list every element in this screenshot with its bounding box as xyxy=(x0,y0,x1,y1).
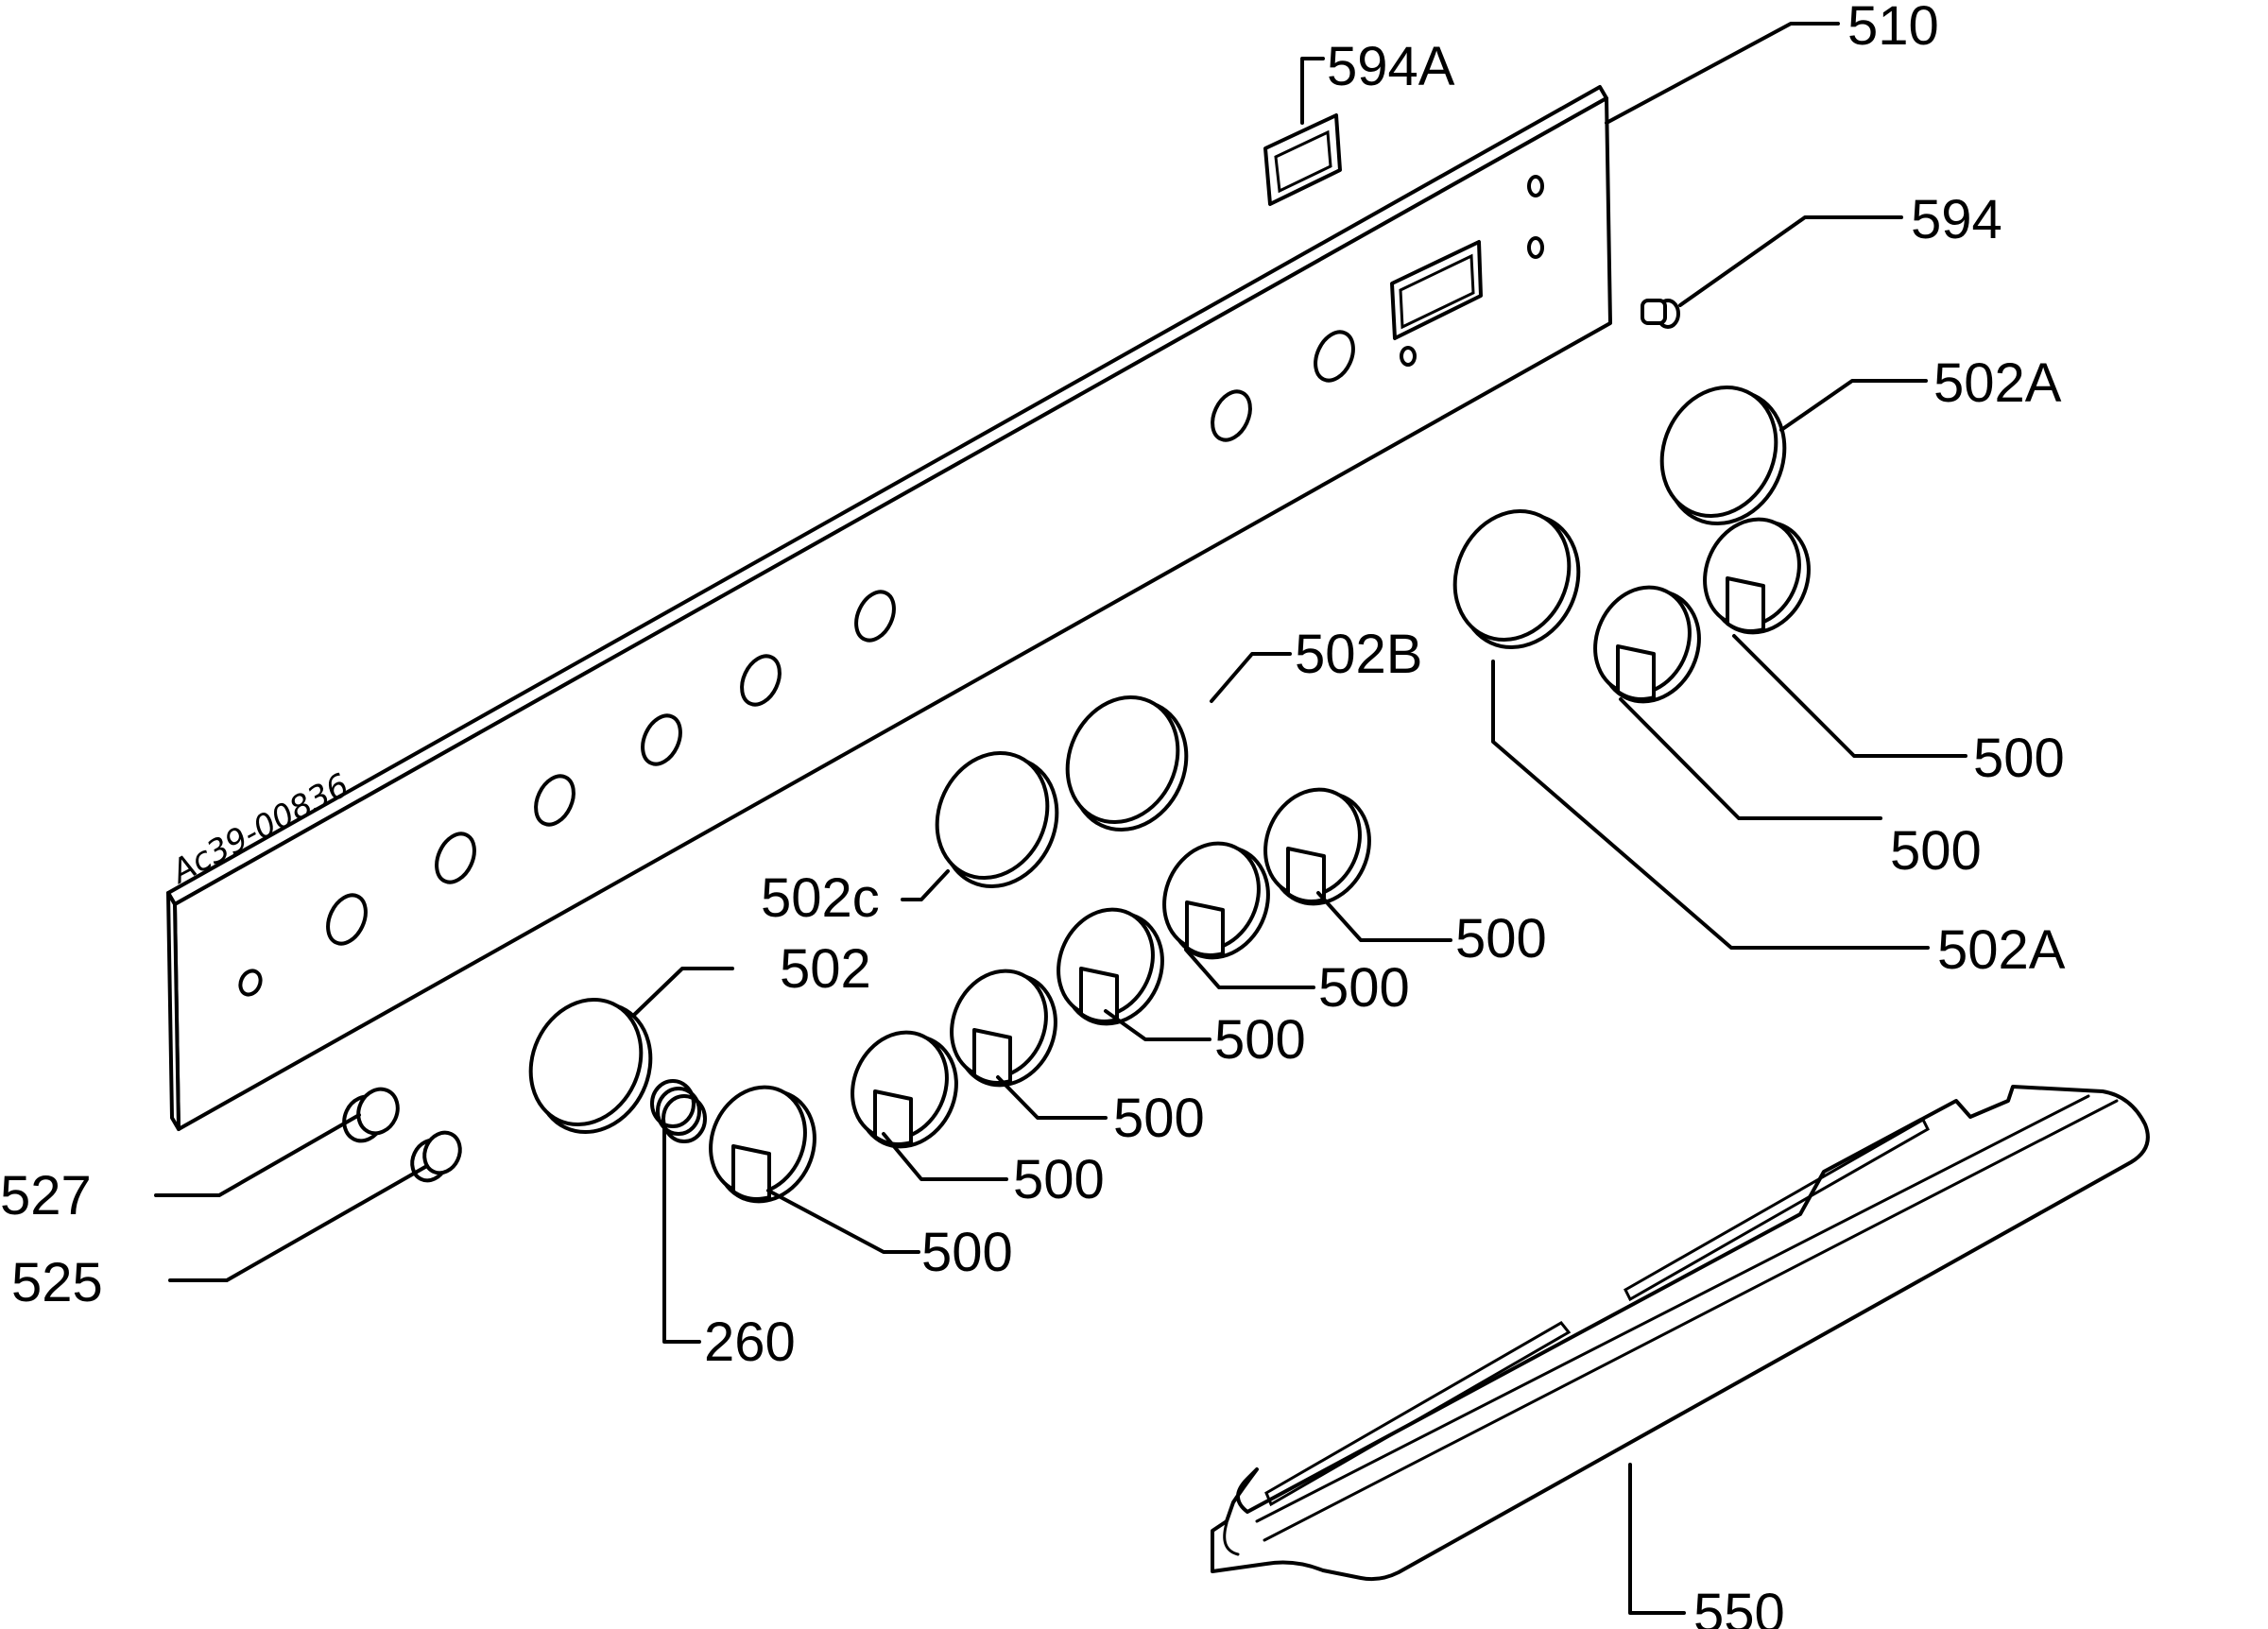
label-502b: 502B xyxy=(1295,624,1422,685)
label-500-e: 500 xyxy=(1013,1149,1105,1210)
cap-502a-bottom xyxy=(1452,508,1581,650)
knob-c xyxy=(1057,907,1164,1026)
label-500-c: 500 xyxy=(1214,1009,1306,1071)
knob-a xyxy=(1263,787,1371,906)
cap-502c xyxy=(935,750,1059,889)
label-502a-bottom: 502A xyxy=(1937,919,2066,981)
caps xyxy=(528,385,1787,1135)
cap-502 xyxy=(528,997,653,1135)
indicator-594 xyxy=(1641,299,1680,329)
label-594: 594 xyxy=(1911,189,2002,250)
label-500-d: 500 xyxy=(1113,1088,1205,1149)
part-labels: 510 594A 594 502A 502B 500 500 502A 500 … xyxy=(0,0,2066,1629)
label-527: 527 xyxy=(0,1165,92,1226)
button-527 xyxy=(342,1087,400,1143)
label-502c: 502c xyxy=(761,867,880,929)
label-500-f: 500 xyxy=(921,1222,1013,1283)
label-510: 510 xyxy=(1847,0,1939,57)
cap-502a-top xyxy=(1659,385,1787,526)
trim-strip-550 xyxy=(1211,1085,2150,1582)
label-500-a: 500 xyxy=(1455,908,1547,969)
label-550: 550 xyxy=(1693,1583,1785,1629)
knob-b xyxy=(1162,841,1270,960)
leader-lines xyxy=(154,22,1967,1615)
label-500-right-1: 500 xyxy=(1973,728,2065,789)
label-500-b: 500 xyxy=(1318,957,1410,1019)
label-525: 525 xyxy=(11,1252,103,1313)
label-502a-top: 502A xyxy=(1933,352,2062,414)
button-525 xyxy=(410,1130,462,1183)
knob-d xyxy=(950,969,1057,1088)
knob-f xyxy=(709,1085,816,1204)
label-594a: 594A xyxy=(1327,36,1455,97)
label-260: 260 xyxy=(704,1312,796,1373)
cap-502b xyxy=(1065,694,1189,832)
display-frame-594a xyxy=(1263,113,1342,206)
spring-260 xyxy=(650,1079,707,1143)
knob-r2 xyxy=(1593,585,1701,704)
knob-r1 xyxy=(1703,517,1811,635)
label-500-right-2: 500 xyxy=(1890,820,1982,882)
label-502: 502 xyxy=(780,938,871,1000)
